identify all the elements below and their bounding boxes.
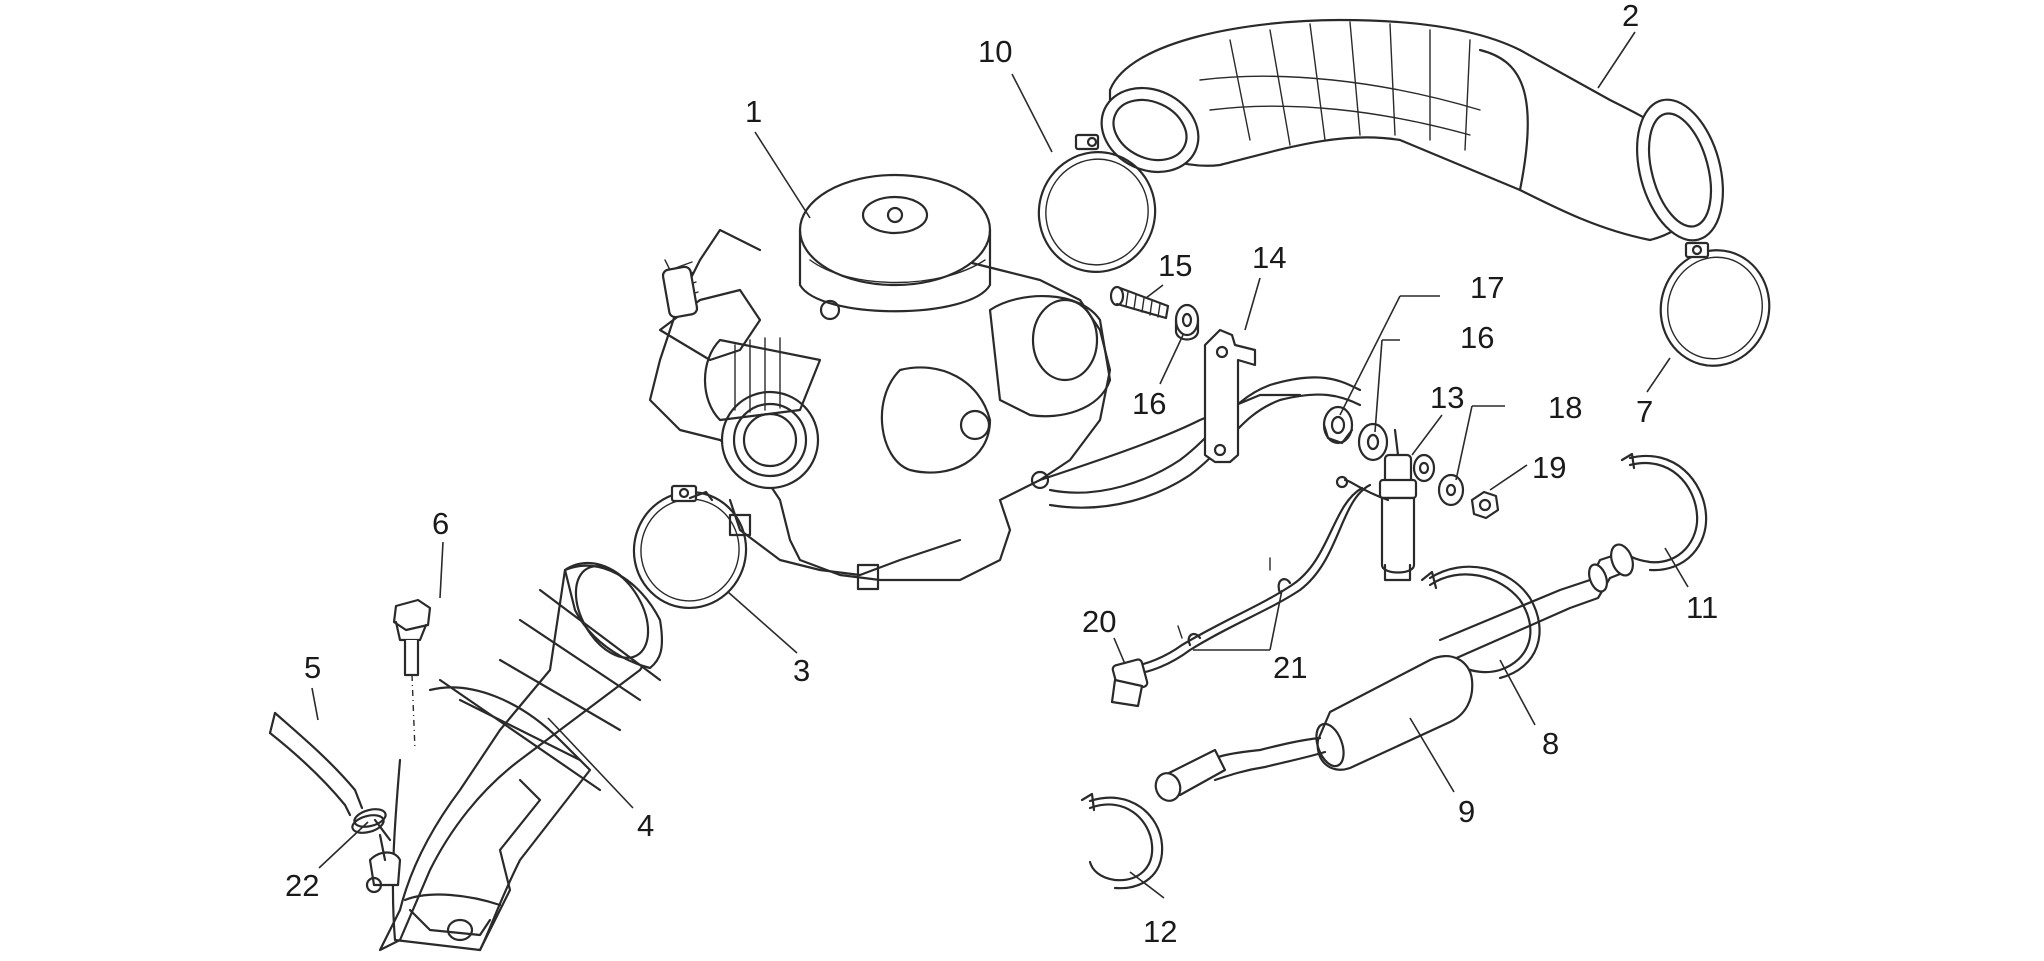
callout-3: 3 [793, 653, 810, 688]
callout-15: 15 [1158, 248, 1192, 283]
callout-1: 1 [745, 94, 762, 129]
callout-4: 4 [637, 808, 654, 843]
callout-2: 2 [1622, 0, 1639, 33]
callout-14: 14 [1252, 240, 1286, 275]
muffler-part-9 [1154, 543, 1634, 802]
callout-22: 22 [285, 868, 319, 903]
callout-21: 21 [1273, 650, 1307, 685]
nut-part-19 [1470, 490, 1500, 520]
screw-part-15 [1109, 285, 1170, 320]
callout-labels: 1 2 3 4 5 6 7 8 9 10 11 12 13 14 15 16 1… [285, 0, 1718, 949]
hose-clamp-part-3 [632, 484, 748, 610]
callout-6: 6 [432, 506, 449, 541]
callout-16-right: 16 [1460, 320, 1494, 355]
callout-11: 11 [1686, 590, 1718, 625]
callout-9: 9 [1458, 794, 1475, 829]
callout-7: 7 [1636, 394, 1653, 429]
hose-clamp-part-7 [1659, 241, 1771, 367]
clip-band-part-8 [1420, 565, 1541, 680]
fuel-hose-part-5 [268, 711, 364, 817]
callout-16-left: 16 [1132, 386, 1166, 421]
grommet-part-17 [1322, 405, 1354, 445]
leader-lines [311, 31, 1689, 899]
washer-part-16-right [1357, 422, 1389, 462]
callout-18: 18 [1548, 390, 1582, 425]
callout-13: 13 [1430, 380, 1464, 415]
callout-12: 12 [1143, 914, 1177, 949]
hose-clamp-part-10 [1037, 133, 1157, 273]
bracket-part-14 [1203, 328, 1257, 464]
bolt-part-6 [392, 598, 432, 751]
callout-10: 10 [978, 34, 1012, 69]
clip-band-part-12 [1080, 792, 1164, 890]
clip-band-part-11 [1620, 452, 1708, 572]
callout-5: 5 [304, 650, 321, 685]
intake-duct-part-2 [1100, 18, 1724, 242]
callout-19: 19 [1532, 450, 1566, 485]
wire-harness-part-21 [1110, 483, 1372, 708]
washer-part-18 [1437, 473, 1465, 507]
callout-8: 8 [1542, 726, 1559, 761]
solenoid-part-13 [1335, 428, 1436, 582]
callout-17: 17 [1470, 270, 1504, 305]
carburetor-part-1 [648, 173, 1302, 591]
spring-clip-part-22 [351, 808, 387, 834]
intake-manifold-part-4 [365, 562, 664, 952]
washer-part-16-left [1174, 303, 1200, 341]
callout-20: 20 [1082, 604, 1116, 639]
